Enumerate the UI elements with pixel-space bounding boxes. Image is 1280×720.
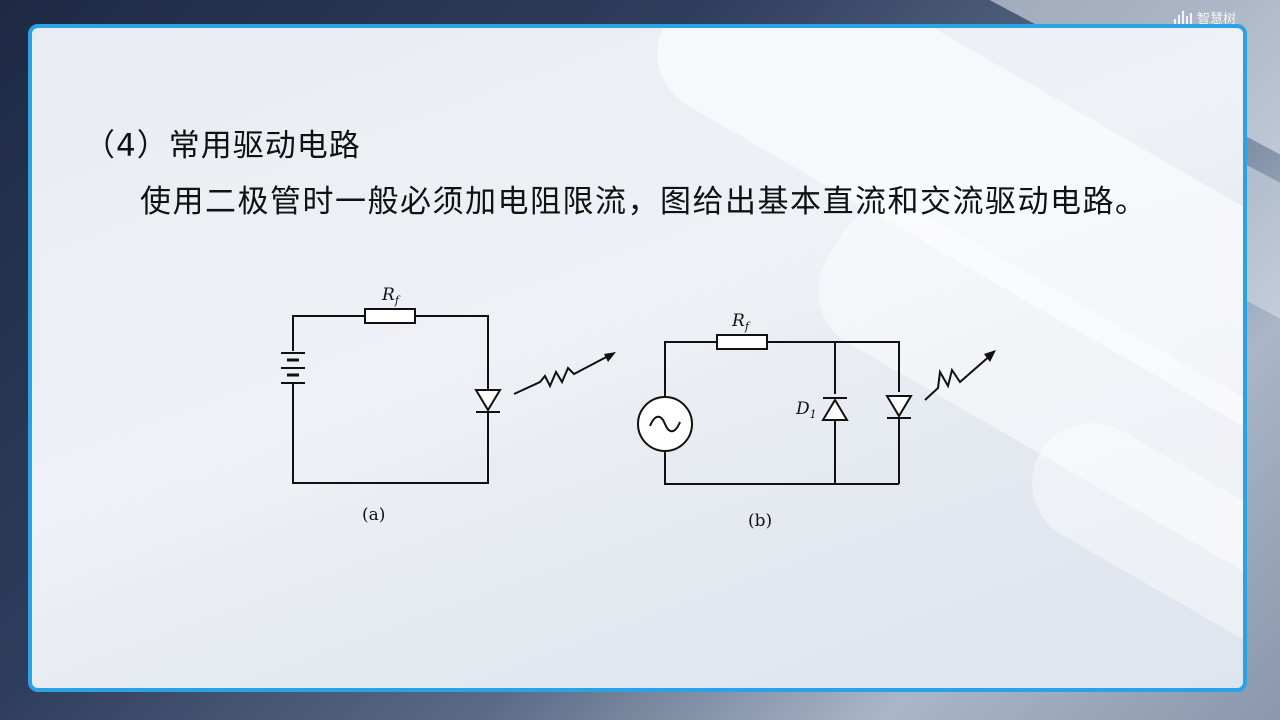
section-heading: （4）常用驱动电路 xyxy=(84,128,361,164)
circuit-a xyxy=(281,308,616,484)
light-emission-arrow xyxy=(924,353,993,401)
led-diode xyxy=(885,395,913,418)
slide-panel xyxy=(28,24,1247,692)
watermark-logo: 智慧树 xyxy=(1173,8,1236,27)
led-diode xyxy=(474,389,502,412)
caption-a: (a) xyxy=(362,505,385,525)
body-paragraph: 使用二极管时一般必须加电阻限流，图给出基本直流和交流驱动电路。 xyxy=(140,184,1148,220)
resistor-rf xyxy=(364,308,416,324)
ac-wave xyxy=(649,415,681,433)
wire xyxy=(664,341,717,397)
caption-b: (b) xyxy=(748,511,772,531)
wire xyxy=(415,315,489,390)
logo-bars-icon xyxy=(1173,10,1192,25)
resistor-label-b: Rf xyxy=(731,311,751,333)
arrow-head xyxy=(984,350,996,362)
circuit-b xyxy=(637,334,996,485)
arrow-head xyxy=(604,352,616,362)
resistor-rf xyxy=(716,334,768,350)
light-emission-arrow xyxy=(513,353,613,395)
diode-label-d1: D1 xyxy=(795,399,817,421)
wire xyxy=(292,315,365,351)
wire xyxy=(292,384,489,484)
watermark-text: 智慧树 xyxy=(1196,12,1236,27)
battery-symbol xyxy=(281,352,305,384)
diode-d1 xyxy=(821,398,849,421)
wire xyxy=(664,451,899,485)
wire xyxy=(767,341,900,392)
resistor-label-a: Rf xyxy=(381,285,401,307)
